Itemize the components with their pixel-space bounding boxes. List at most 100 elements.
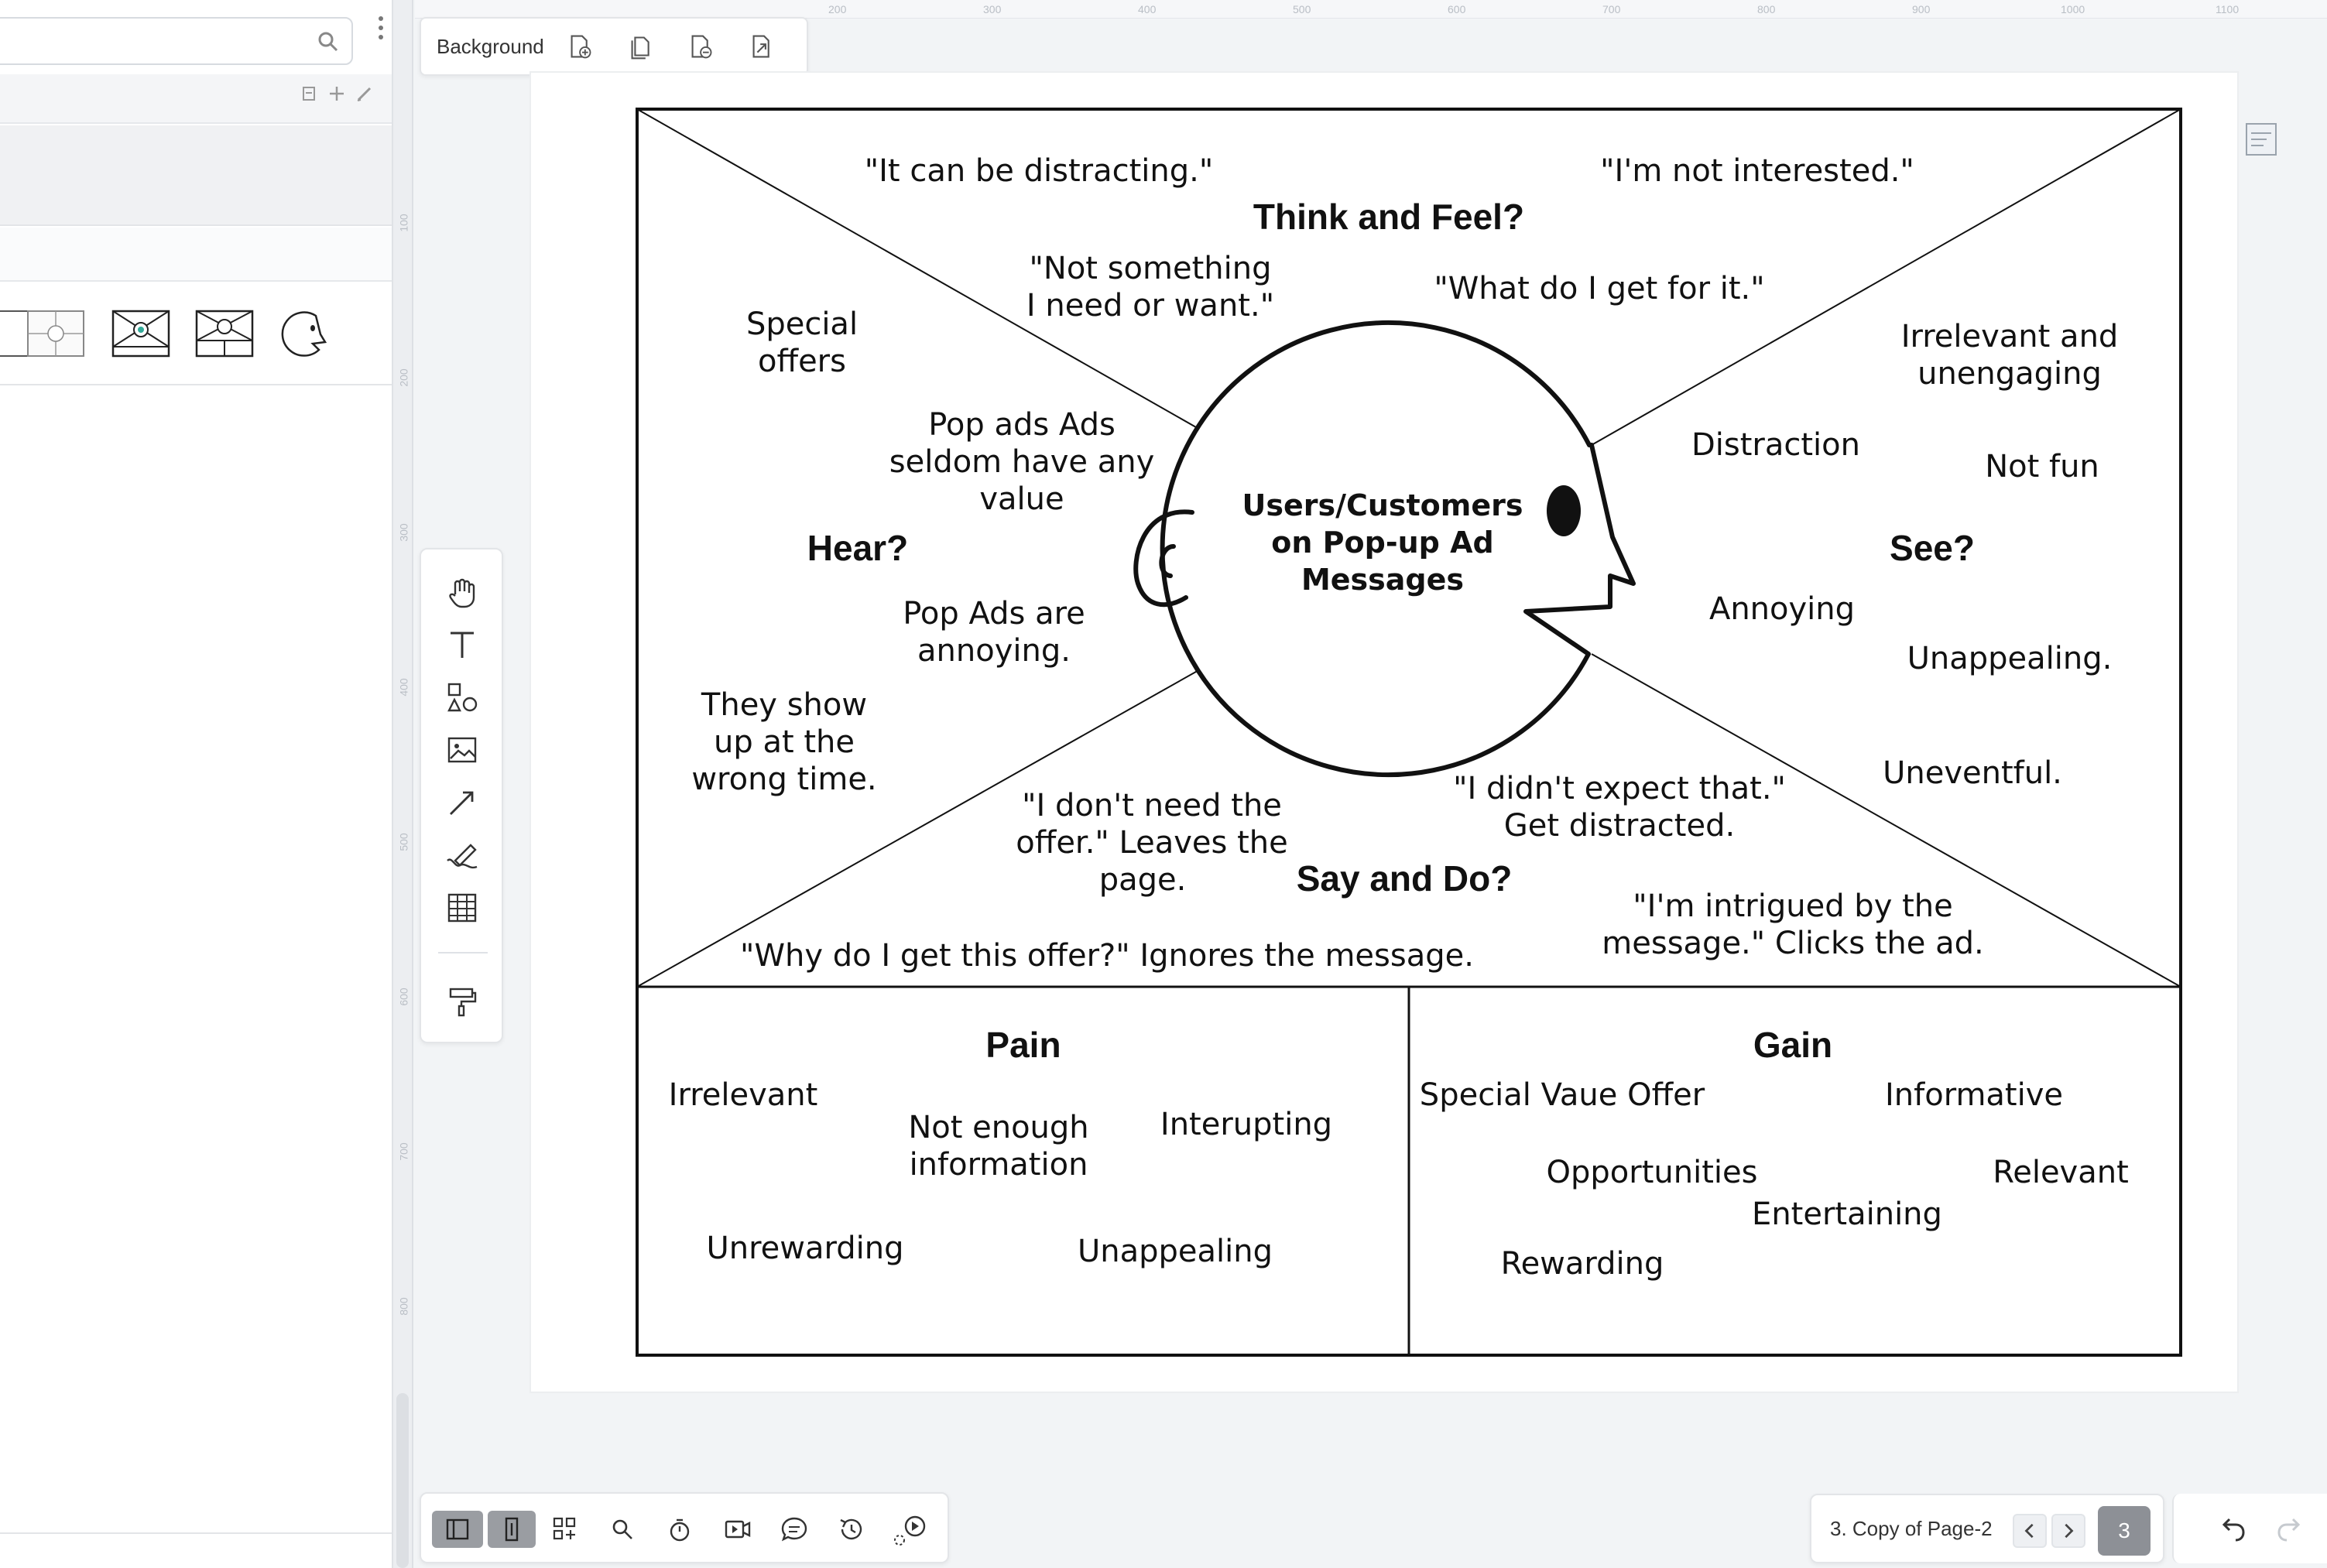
add-library-icon[interactable] [327,84,347,104]
note-text: value [979,481,1064,517]
pain-item: information [910,1147,1088,1183]
note-text: I need or want." [1026,288,1274,324]
ruler-tick: 600 [1448,3,1466,15]
format-painter-icon[interactable] [444,983,480,1019]
note-text: offers [758,344,846,379]
shape-search-input[interactable] [0,17,353,65]
arrow-icon[interactable] [444,785,480,820]
history-icon[interactable] [833,1511,870,1548]
undo-icon[interactable] [2214,1511,2250,1546]
timer-icon[interactable] [661,1511,698,1548]
note-text: up at the [714,724,855,760]
empathy-map-diagram[interactable]: Users/Customers on Pop-up Ad Messages Th… [531,73,2237,1392]
bottom-toolbar [420,1492,949,1563]
delete-page-icon[interactable] [685,31,715,62]
think-feel-title: Think and Feel? [1253,197,1524,237]
previous-page-button[interactable] [2013,1514,2047,1548]
center-label-line: Messages [1301,563,1464,597]
ruler-tick: 1000 [2061,3,2085,15]
gain-item: Opportunities [1547,1155,1758,1190]
ruler-tick: 700 [1602,3,1621,15]
text-icon[interactable] [444,627,480,662]
export-page-icon[interactable] [746,31,776,62]
note-text: Get distracted. [1504,808,1735,844]
ruler-tick: 900 [1912,3,1931,15]
head-shape [1160,320,1636,777]
pain-item: Interupting [1160,1107,1332,1142]
page-navigator: 3. Copy of Page-2 3 [1810,1494,2164,1563]
diagonal-top-left [636,108,1202,431]
more-options-icon[interactable] [375,12,387,43]
empathy-map-grid-shape-thumb[interactable] [25,308,87,359]
empathy-map-pain-gain-shape-thumb[interactable] [194,308,255,359]
duplicate-page-icon[interactable] [625,31,654,62]
comment-icon[interactable] [776,1511,813,1548]
head-shape-thumb[interactable] [276,308,338,359]
undo-redo-bar [2172,1494,2327,1563]
ruler-tick: 700 [397,1142,410,1161]
note-text: "Why do I get this offer?" Ignores the m… [740,938,1474,974]
current-page-name[interactable]: 3. Copy of Page-2 [1830,1517,1993,1540]
background-toolbar: Background [420,17,808,76]
gain-item: Informative [1885,1077,2063,1113]
redo-icon[interactable] [2273,1511,2308,1546]
add-page-icon[interactable] [564,31,594,62]
library-file-icon[interactable] [299,84,319,104]
tools-separator [438,952,488,953]
library-panel [0,125,392,226]
hear-title: Hear? [807,528,908,568]
pain-item: Not enough [908,1110,1088,1145]
note-text: Uneventful. [1883,755,2062,791]
gain-item: Entertaining [1752,1197,1942,1232]
note-text: Unappealing. [1907,641,2113,676]
top-ruler: 200 300 400 500 600 700 800 900 1000 110… [415,0,2327,19]
ruler-tick: 500 [397,833,410,851]
ruler-tick: 500 [1293,3,1311,15]
say-do-title: Say and Do? [1297,858,1513,899]
left-sidebar [0,0,393,1568]
video-icon[interactable] [718,1511,756,1548]
edit-library-icon[interactable] [355,84,375,104]
canvas-page[interactable]: Users/Customers on Pop-up Ad Messages Th… [531,73,2237,1392]
shapes-icon[interactable] [444,680,480,715]
ruler-tick: 300 [397,523,410,542]
hand-icon[interactable] [444,574,480,610]
present-icon[interactable] [890,1511,934,1548]
ear-shape [1133,509,1194,608]
search-icon[interactable] [604,1511,641,1548]
note-text: Distraction [1691,427,1860,463]
ruler-tick: 400 [397,678,410,697]
library-strip [0,228,392,282]
left-ruler: 100 200 300 400 500 600 700 800 [393,19,413,1489]
note-text: Annoying [1709,591,1855,627]
panel-toggle-icon[interactable] [488,1511,536,1548]
pain-item: Unrewarding [706,1231,903,1266]
note-text: "Not something [1030,251,1272,286]
note-text: "I don't need the [1022,788,1282,823]
next-page-button[interactable] [2051,1514,2085,1548]
center-label-line: Users/Customers [1242,488,1523,522]
diagonal-bottom-left [636,668,1202,988]
sidebar-scrollbar-thumb[interactable] [396,1393,409,1568]
ruler-tick: 800 [1757,3,1776,15]
pain-item: Irrelevant [669,1077,818,1113]
sidebar-toggle-icon[interactable] [432,1511,483,1548]
note-text: Not fun [1985,449,2099,484]
image-icon[interactable] [444,732,480,768]
background-button[interactable]: Background [437,34,544,58]
note-text: "I didn't expect that." [1453,771,1786,806]
page-count-badge[interactable]: 3 [2098,1506,2151,1556]
note-text: They show [701,687,867,723]
note-text: Pop ads Ads [928,407,1116,443]
add-widget-icon[interactable] [547,1511,584,1548]
table-icon[interactable] [444,890,480,926]
note-text: seldom have any [889,444,1155,480]
sidebar-scrollbar[interactable] [393,0,413,1568]
search-icon[interactable] [317,31,339,53]
empathy-map-x-shape-thumb[interactable] [110,308,172,359]
pen-icon[interactable] [444,837,480,873]
center-label: Users/Customers on Pop-up Ad Messages [1242,488,1523,597]
page-notes-icon[interactable] [2243,119,2281,159]
note-text: annoying. [917,633,1071,669]
note-text: "I'm not interested." [1600,153,1914,189]
